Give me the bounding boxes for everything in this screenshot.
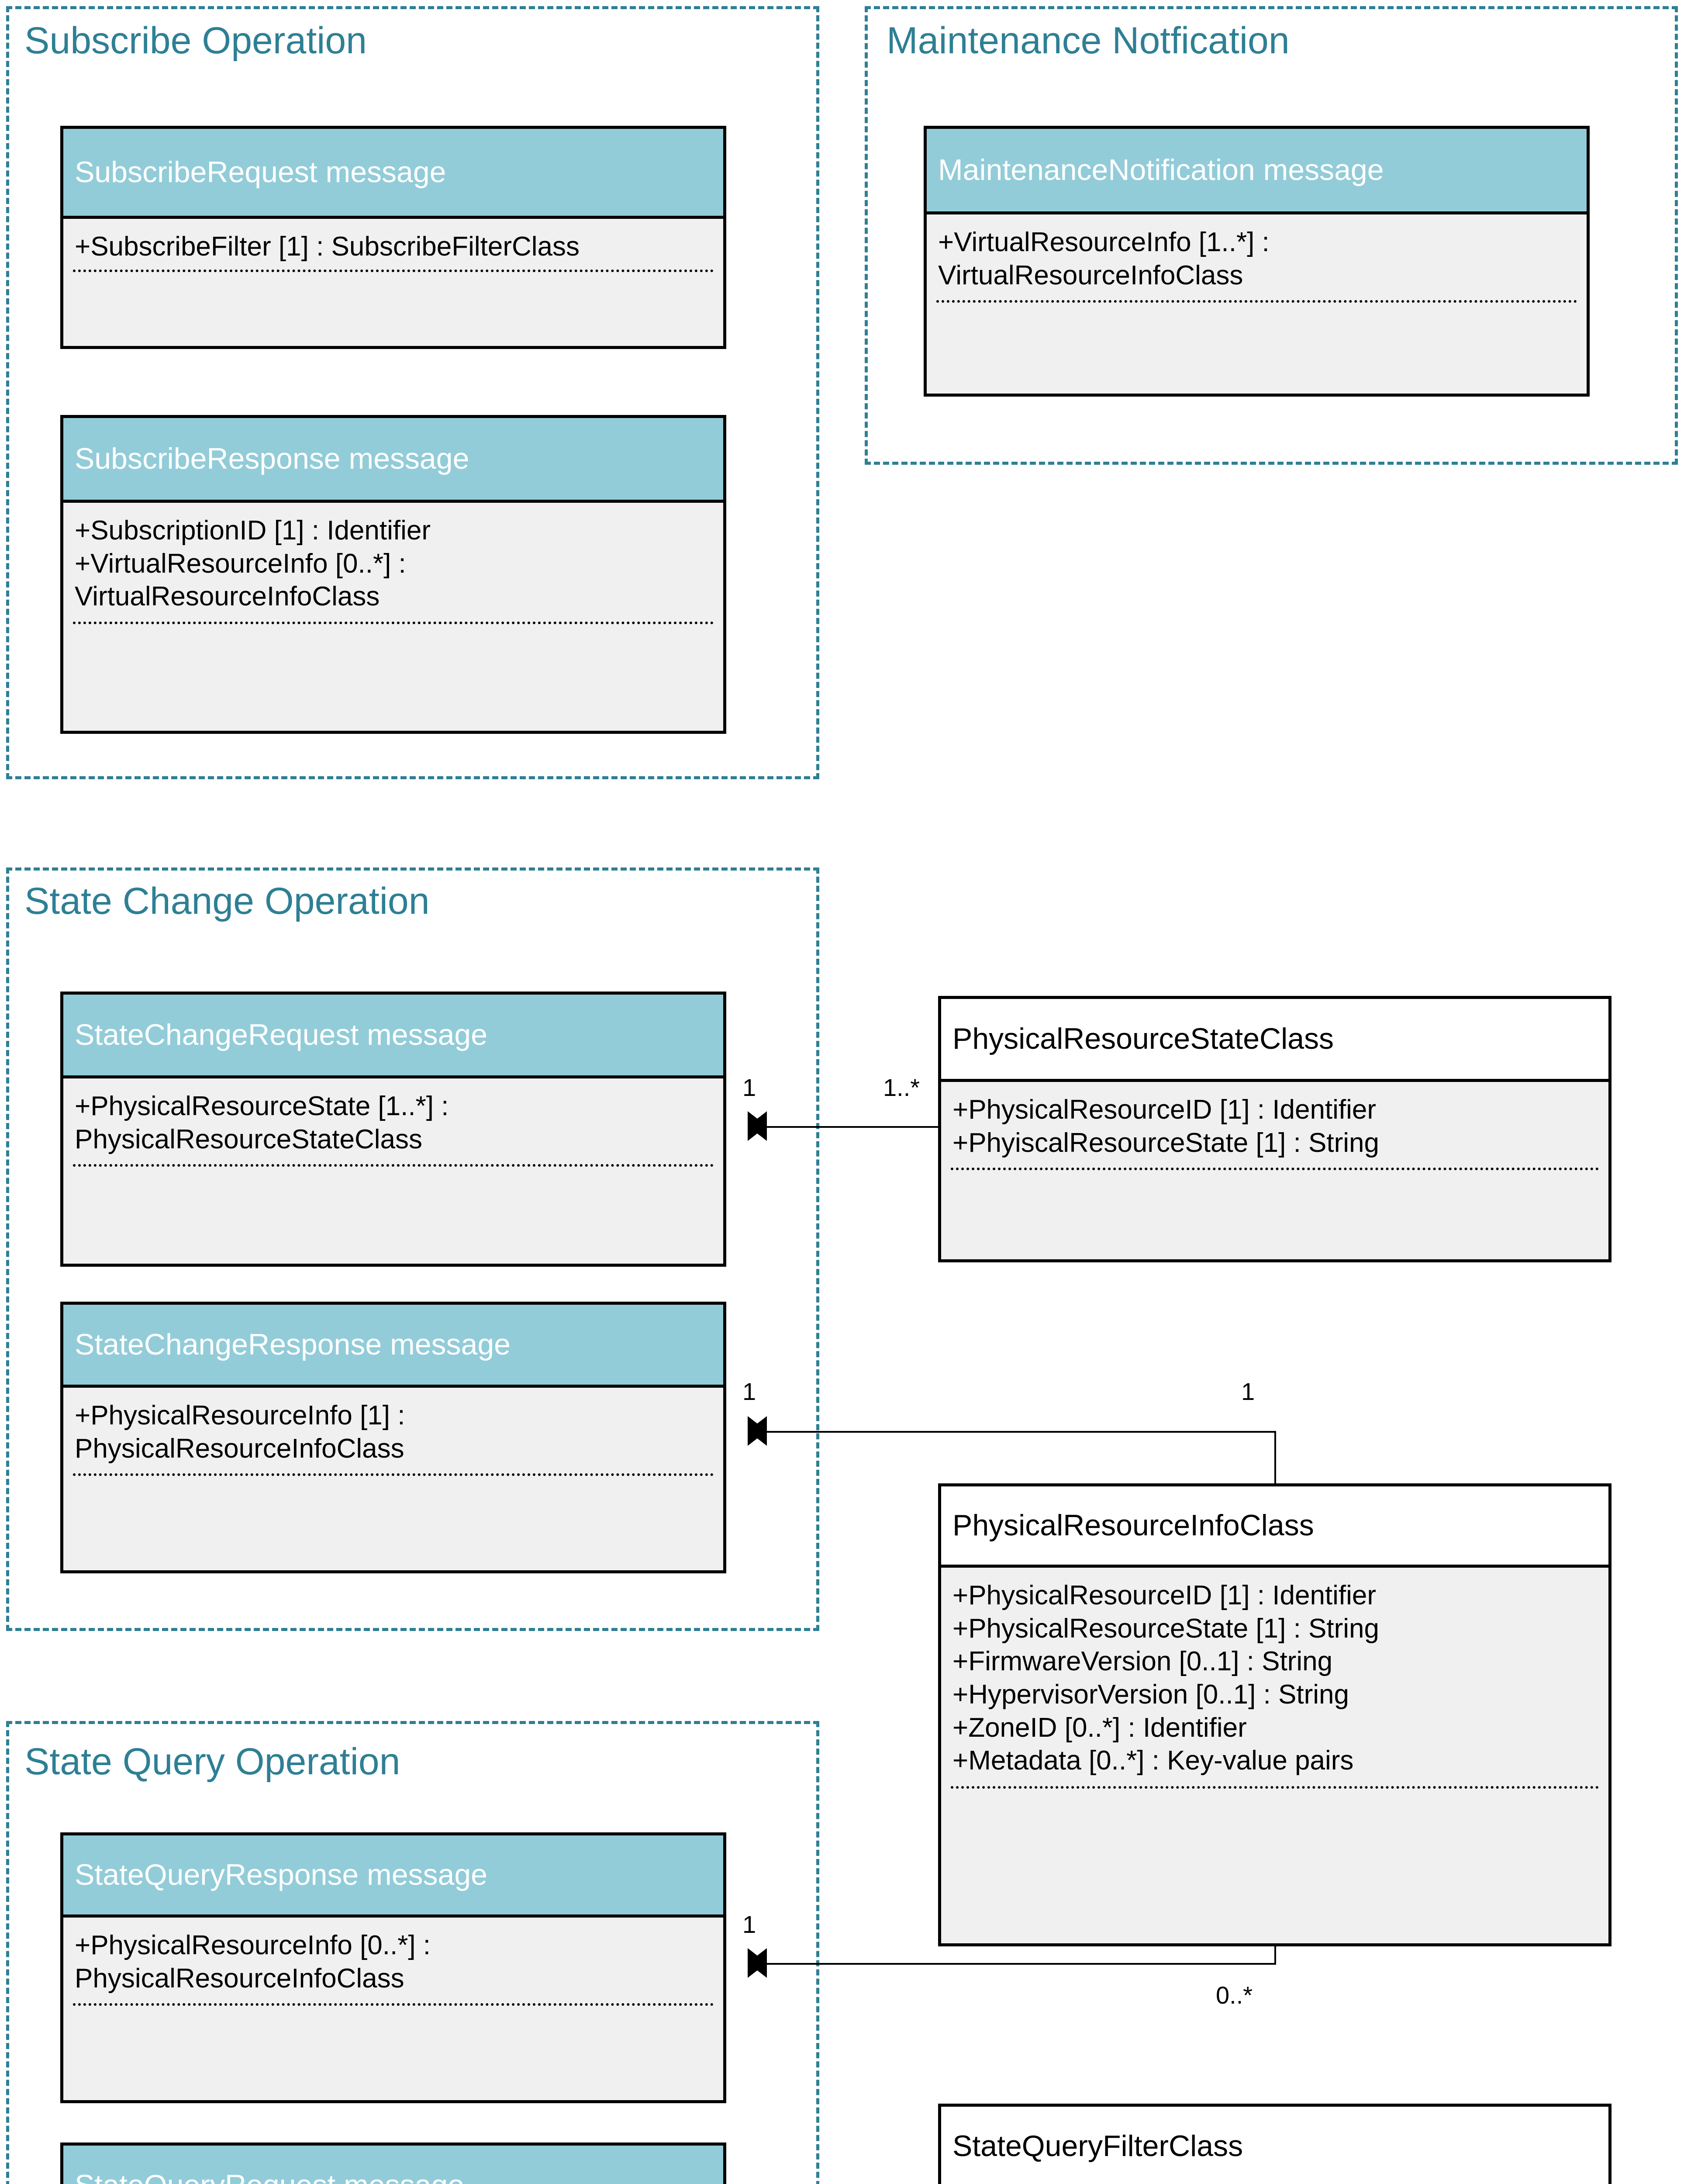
box-header-subscribe-response: SubscribeResponse message: [63, 418, 723, 503]
group-state-change-operation: [6, 867, 819, 1631]
box-title-state-change-request: StateChangeRequest message: [75, 1018, 488, 1051]
box-title-state-query-request: StateQueryRequest message: [63, 2170, 476, 2184]
box-physical-resource-state-class: PhysicalResourceStateClass +PhysicalReso…: [938, 996, 1612, 1262]
box-header-physical-resource-info-class: PhysicalResourceInfoClass: [941, 1486, 1608, 1568]
attribute-separator: [936, 300, 1577, 303]
box-body-state-change-request: +PhysicalResourceState [1..*] : Physical…: [63, 1078, 723, 1264]
box-header-state-query-filter-class: StateQueryFilterClass: [941, 2107, 1608, 2184]
group-title-state-query-operation: State Query Operation: [24, 1741, 400, 1783]
association-elbow-sqresp-pric: [1274, 1945, 1276, 1965]
box-maintenance-notification: MaintenanceNotification message +Virtual…: [924, 126, 1590, 397]
attribute-row: +SubscribeFilter [1] : SubscribeFilterCl…: [75, 232, 580, 262]
attribute-separator: [73, 1164, 714, 1167]
box-title-physical-resource-state-class: PhysicalResourceStateClass: [952, 1022, 1334, 1055]
attribute-row: +Metadata [0..*] : Key-value pairs: [952, 1745, 1354, 1776]
association-elbow-scresp-pric: [1274, 1431, 1276, 1485]
association-line-scr-prsc: [748, 1126, 940, 1128]
group-title-subscribe-operation: Subscribe Operation: [24, 20, 367, 62]
attribute-separator: [73, 622, 714, 624]
attribute-row: +PhysicalResourceID [1] : Identifier: [952, 1580, 1377, 1610]
box-state-change-response: StateChangeResponse message +PhysicalRes…: [60, 1302, 726, 1573]
group-title-state-change-operation: State Change Operation: [24, 880, 430, 922]
attribute-row: +PhysicalResourceInfo [0..*] : PhysicalR…: [75, 1930, 431, 1994]
box-physical-resource-info-class: PhysicalResourceInfoClass +PhysicalResou…: [938, 1483, 1612, 1946]
attribute-row: +PhysicalResourceID [1] : Identifier: [952, 1095, 1377, 1125]
attribute-separator: [951, 1168, 1599, 1170]
attribute-row: +PhysicalResourceState [1] : String: [952, 1613, 1379, 1644]
attribute-separator: [951, 1786, 1599, 1789]
multiplicity-source-scr: 1: [742, 1074, 756, 1101]
association-line-sqresp-pric: [748, 1963, 1276, 1965]
multiplicity-target-prsc: 1..*: [883, 1074, 920, 1101]
attribute-row: +FirmwareVersion [0..1] : String: [952, 1646, 1333, 1677]
group-subscribe-operation: [6, 6, 819, 779]
group-state-query-operation: [6, 1721, 819, 2184]
box-body-state-change-response: +PhysicalResourceInfo [1] : PhysicalReso…: [63, 1388, 723, 1570]
box-state-query-filter-class: StateQueryFilterClass +PhysicalResourceI…: [938, 2104, 1612, 2184]
box-state-query-response: StateQueryResponse message +PhysicalReso…: [60, 1832, 726, 2103]
box-header-state-query-response: StateQueryResponse message: [63, 1835, 723, 1918]
box-title-physical-resource-info-class: PhysicalResourceInfoClass: [952, 1508, 1314, 1542]
attribute-separator: [73, 270, 714, 272]
attribute-row: +HypervisorVersion [0..1] : String: [952, 1679, 1349, 1710]
attribute-row: +PhyiscalResourceState [1] : String: [952, 1127, 1379, 1158]
attribute-row: +PhysicalResourceState [1..*] : Physical…: [75, 1091, 449, 1154]
attribute-separator: [73, 1473, 714, 1476]
box-header-state-query-request: StateQueryRequest message: [63, 2146, 723, 2184]
box-header-maintenance-notification: MaintenanceNotification message: [927, 129, 1587, 214]
attribute-row: +VirtualResourceInfo [0..*] : VirtualRes…: [75, 548, 406, 612]
box-body-subscribe-request: +SubscribeFilter [1] : SubscribeFilterCl…: [63, 219, 723, 346]
box-title-state-query-response: StateQueryResponse message: [75, 1858, 487, 1891]
attribute-row: +VirtualResourceInfo [1..*] : VirtualRes…: [938, 227, 1270, 290]
attribute-row: +ZoneID [0..*] : Identifier: [952, 1712, 1247, 1743]
multiplicity-source-sqresp: 1: [742, 1911, 756, 1938]
box-body-physical-resource-state-class: +PhysicalResourceID [1] : Identifier +Ph…: [941, 1082, 1608, 1259]
multiplicity-target-pric-query: 0..*: [1216, 1981, 1253, 2009]
box-title-maintenance-notification: MaintenanceNotification message: [938, 153, 1384, 187]
box-subscribe-request: SubscribeRequest message +SubscribeFilte…: [60, 126, 726, 349]
group-title-maintenance-notification: Maintenance Notfication: [887, 20, 1290, 62]
box-title-state-change-response: StateChangeResponse message: [75, 1327, 511, 1361]
box-state-change-request: StateChangeRequest message +PhysicalReso…: [60, 992, 726, 1267]
box-body-state-query-response: +PhysicalResourceInfo [0..*] : PhysicalR…: [63, 1918, 723, 2100]
box-body-subscribe-response: +SubscriptionID [1] : Identifier +Virtua…: [63, 503, 723, 731]
box-header-state-change-response: StateChangeResponse message: [63, 1305, 723, 1388]
box-body-maintenance-notification: +VirtualResourceInfo [1..*] : VirtualRes…: [927, 214, 1587, 394]
box-body-physical-resource-info-class: +PhysicalResourceID [1] : Identifier +Ph…: [941, 1568, 1608, 1943]
attribute-row: +PhysicalResourceInfo [1] : PhysicalReso…: [75, 1400, 405, 1464]
association-line-scresp-pric: [748, 1431, 1276, 1433]
box-header-physical-resource-state-class: PhysicalResourceStateClass: [941, 999, 1608, 1082]
attribute-row: +SubscriptionID [1] : Identifier: [75, 515, 431, 546]
box-subscribe-response: SubscribeResponse message +SubscriptionI…: [60, 415, 726, 734]
composition-diamond-scresp: [748, 1416, 786, 1446]
composition-diamond-sqresp: [748, 1948, 786, 1978]
multiplicity-source-scresp: 1: [742, 1378, 756, 1405]
box-header-subscribe-request: SubscribeRequest message: [63, 129, 723, 219]
box-header-state-change-request: StateChangeRequest message: [63, 995, 723, 1078]
box-title-state-query-filter-class: StateQueryFilterClass: [952, 2129, 1243, 2163]
multiplicity-target-pric-change: 1: [1241, 1378, 1255, 1405]
box-title-subscribe-response: SubscribeResponse message: [75, 442, 469, 475]
box-title-subscribe-request: SubscribeRequest message: [75, 155, 446, 189]
composition-diamond-scr: [748, 1111, 786, 1141]
box-state-query-request: StateQueryRequest message StateQueryFilt…: [60, 2143, 726, 2184]
group-maintenance-notification: [865, 6, 1678, 465]
attribute-separator: [73, 2003, 714, 2006]
